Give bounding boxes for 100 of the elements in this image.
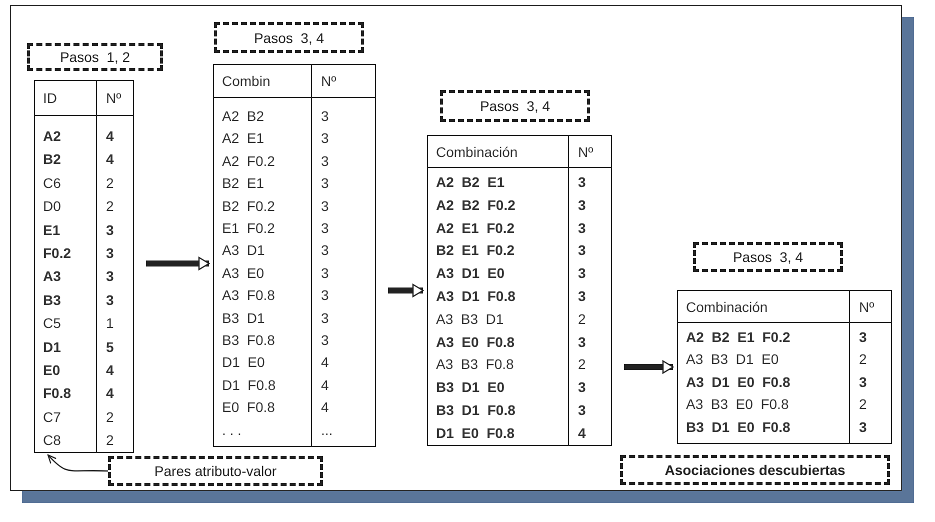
table-cell: B2 F0.2 (222, 196, 275, 215)
block-arrow (146, 256, 210, 270)
table-cell: 3 (106, 244, 114, 262)
table-cell: 3 (321, 129, 329, 148)
table-cell: F0.8 (43, 384, 72, 402)
step-tag: Asociaciones descubiertas (620, 455, 890, 485)
table-cell: A2 F0.2 (222, 152, 275, 170)
column-header: Combinación (436, 142, 518, 160)
table-cell: A2 E1 F0.2 (436, 218, 515, 237)
table-cell: B3 D1 E0 (436, 378, 504, 396)
table-cell: 3 (859, 418, 867, 436)
table-cell: 4 (321, 398, 329, 416)
data-table (34, 80, 134, 453)
table-cell: A3 E0 F0.8 (436, 332, 515, 351)
table-cell: E0 F0.8 (222, 398, 275, 416)
table-cell: A3 D1 (222, 241, 265, 260)
table-cell: 3 (321, 308, 329, 327)
table-cell: A3 B3 D1 E0 (686, 350, 779, 368)
table-cell: 1 (106, 314, 114, 332)
data-table (677, 290, 892, 444)
table-cell: 3 (321, 331, 329, 349)
curved-arrow (47, 454, 108, 472)
table-cell: C8 (43, 431, 61, 450)
table-cell: 3 (578, 401, 586, 419)
column-header: Combin (222, 72, 270, 90)
table-cell: B3 D1 F0.8 (436, 401, 516, 419)
table-cell: 3 (578, 264, 586, 282)
table-cell: ... (321, 420, 333, 439)
table-cell: A3 F0.8 (222, 286, 275, 304)
table-cell: 3 (106, 267, 114, 286)
table-cell: 3 (859, 372, 867, 391)
table-cell: B3 D1 (222, 308, 265, 327)
table-cell: D0 (43, 197, 61, 216)
table-cell: A3 B3 D1 (436, 310, 504, 328)
table-cell: D1 E0 F0.8 (436, 424, 515, 442)
table-cell: A3 (43, 267, 61, 286)
table-cell: 3 (578, 218, 586, 237)
table-cell: 3 (321, 152, 329, 170)
table-cell: 3 (578, 173, 586, 191)
table-cell: B2 E1 (222, 174, 264, 192)
block-arrow (388, 284, 424, 298)
table-cell: 4 (321, 353, 329, 372)
table-cell: 3 (578, 378, 586, 396)
table-cell: 3 (321, 196, 329, 215)
table-cell: D1 F0.8 (222, 376, 276, 394)
table-cell: 3 (578, 241, 586, 260)
table-cell: D1 (43, 338, 61, 356)
table-cell: 3 (321, 174, 329, 192)
table-cell: C5 (43, 314, 61, 332)
table-cell: E0 (43, 361, 60, 379)
table-cell: 2 (578, 310, 586, 328)
table-cell: 3 (321, 264, 329, 282)
column-header: ID (43, 89, 57, 107)
table-cell: . . . (222, 420, 242, 439)
table-cell: 4 (578, 424, 586, 442)
step-tag: Pasos 1, 2 (27, 43, 163, 71)
table-cell: 5 (106, 338, 114, 356)
table-cell: A2 B2 E1 (436, 173, 504, 191)
step-tag: Pasos 3, 4 (214, 22, 364, 53)
table-cell: A2 B2 F0.2 (436, 196, 516, 214)
column-header: Nº (321, 72, 336, 90)
step-tag: Pares atributo-valor (108, 456, 323, 486)
column-header: Combinación (686, 298, 768, 316)
table-cell: A2 B2 E1 F0.2 (686, 328, 790, 346)
table-cell: A3 B3 F0.8 (436, 355, 514, 374)
table-cell: 2 (859, 395, 867, 414)
table-cell: 2 (106, 431, 114, 450)
column-header: Nº (106, 89, 122, 107)
table-cell: C6 (43, 174, 61, 192)
table-cell: 3 (578, 196, 586, 214)
table-cell: A3 B3 E0 F0.8 (686, 395, 789, 414)
step-tag: Pasos 3, 4 (693, 242, 843, 272)
table-cell: 4 (106, 361, 114, 379)
table-cell: 4 (321, 376, 329, 394)
table-cell: 3 (321, 107, 329, 125)
step-tag: Pasos 3, 4 (440, 90, 590, 122)
table-cell: 3 (106, 220, 114, 239)
table-cell: C7 (43, 408, 61, 426)
column-header: Nº (859, 298, 874, 316)
table-cell: D1 E0 (222, 353, 265, 372)
table-cell: 3 (321, 219, 329, 237)
table-cell: 3 (859, 328, 867, 346)
table-cell: B3 F0.8 (222, 331, 275, 349)
table-cell: B3 (43, 290, 61, 309)
table-cell: 3 (321, 286, 329, 304)
block-arrow (624, 360, 674, 374)
table-cell: A3 D1 F0.8 (436, 287, 516, 305)
table-cell: B2 E1 F0.2 (436, 241, 515, 260)
table-cell: A3 D1 E0 F0.8 (686, 372, 790, 391)
table-cell: 2 (106, 174, 114, 192)
table-cell: B2 (43, 150, 61, 168)
table-cell: 2 (578, 355, 586, 374)
data-table (213, 64, 376, 447)
table-cell: 4 (106, 150, 114, 168)
table-cell: 2 (859, 350, 867, 368)
table-cell: A2 (43, 127, 61, 145)
table-cell: 4 (106, 127, 114, 145)
table-cell: 3 (106, 290, 114, 309)
table-cell: 3 (578, 332, 586, 351)
table-cell: B3 D1 E0 F0.8 (686, 418, 790, 436)
